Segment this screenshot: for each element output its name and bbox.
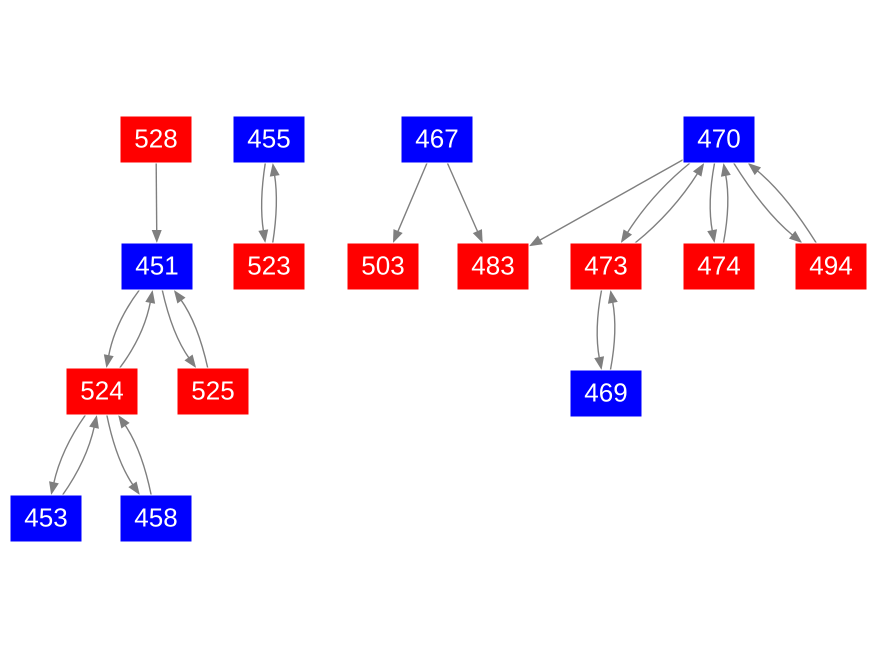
graph-node-473[interactable]: 473 xyxy=(569,242,643,291)
arrowhead-icon xyxy=(118,415,130,429)
edge-523-to-455 xyxy=(269,163,280,244)
arrowhead-icon xyxy=(269,163,280,177)
arrowhead-icon xyxy=(128,481,140,495)
node-box-523[interactable] xyxy=(232,242,306,291)
edge-528-to-451 xyxy=(151,162,162,243)
edge-layer xyxy=(49,159,817,496)
graph-node-451[interactable]: 451 xyxy=(120,242,194,291)
arrowhead-icon xyxy=(747,163,762,176)
arrowhead-icon xyxy=(184,354,197,368)
node-box-467[interactable] xyxy=(400,115,474,164)
node-box-483[interactable] xyxy=(456,242,530,291)
graph-node-528[interactable]: 528 xyxy=(119,115,193,164)
arrowhead-icon xyxy=(103,354,114,368)
edge-473-to-469 xyxy=(594,289,605,370)
arrowhead-icon xyxy=(173,290,186,304)
edge-470-to-473 xyxy=(620,162,691,243)
graph-node-524[interactable]: 524 xyxy=(65,367,139,416)
edge-470-to-483 xyxy=(529,159,684,247)
graph-node-469[interactable]: 469 xyxy=(569,369,643,418)
edge-470-to-474 xyxy=(707,162,718,243)
arrowhead-icon xyxy=(49,481,59,495)
node-box-474[interactable] xyxy=(682,242,756,291)
node-box-451[interactable] xyxy=(120,242,194,291)
graph-node-467[interactable]: 467 xyxy=(400,115,474,164)
arrowhead-icon xyxy=(720,163,731,177)
edge-467-to-483 xyxy=(446,162,483,243)
edge-455-to-523 xyxy=(258,162,269,243)
edge-458-to-524 xyxy=(118,415,152,496)
node-box-458[interactable] xyxy=(119,494,193,543)
arrowhead-icon xyxy=(151,229,162,243)
graph-node-453[interactable]: 453 xyxy=(9,494,83,543)
graph-node-458[interactable]: 458 xyxy=(119,494,193,543)
node-box-455[interactable] xyxy=(232,115,306,164)
edge-470-to-494 xyxy=(733,162,803,243)
graph-node-525[interactable]: 525 xyxy=(176,367,250,416)
arrowhead-icon xyxy=(472,229,483,243)
arrowhead-icon xyxy=(707,229,718,243)
edge-474-to-470 xyxy=(720,163,731,244)
arrowhead-icon xyxy=(594,356,605,370)
arrowhead-icon xyxy=(788,230,803,243)
node-box-494[interactable] xyxy=(794,242,868,291)
arrowhead-icon xyxy=(529,235,543,247)
graph-node-455[interactable]: 455 xyxy=(232,115,306,164)
edge-453-to-524 xyxy=(62,415,99,496)
edge-525-to-451 xyxy=(173,290,209,369)
graph-node-523[interactable]: 523 xyxy=(232,242,306,291)
arrowhead-icon xyxy=(607,290,618,304)
edge-524-to-451 xyxy=(119,290,156,369)
graph-node-470[interactable]: 470 xyxy=(682,115,756,164)
arrowhead-icon xyxy=(392,229,403,243)
graph-node-483[interactable]: 483 xyxy=(456,242,530,291)
edge-473-to-470 xyxy=(634,163,705,244)
node-box-469[interactable] xyxy=(569,369,643,418)
edge-451-to-524 xyxy=(103,289,140,368)
graph-node-503[interactable]: 503 xyxy=(346,242,420,291)
edge-524-to-453 xyxy=(49,414,86,495)
arrowhead-icon xyxy=(89,415,99,429)
arrowhead-icon xyxy=(620,229,633,243)
graph-node-474[interactable]: 474 xyxy=(682,242,756,291)
edge-467-to-503 xyxy=(392,162,428,243)
edge-494-to-470 xyxy=(747,163,817,244)
node-box-528[interactable] xyxy=(119,115,193,164)
arrowhead-icon xyxy=(145,290,156,304)
node-layer: 528 455 467 470 451 523 503 483 473 474 494 524 525 4… xyxy=(9,115,868,543)
arrowhead-icon xyxy=(692,163,705,177)
node-box-524[interactable] xyxy=(65,367,139,416)
edge-451-to-525 xyxy=(161,289,197,368)
edge-524-to-458 xyxy=(106,414,140,495)
node-box-525[interactable] xyxy=(176,367,250,416)
graph-node-494[interactable]: 494 xyxy=(794,242,868,291)
node-box-503[interactable] xyxy=(346,242,420,291)
node-box-453[interactable] xyxy=(9,494,83,543)
node-box-473[interactable] xyxy=(569,242,643,291)
edge-469-to-473 xyxy=(607,290,618,371)
arrowhead-icon xyxy=(258,229,269,243)
node-box-470[interactable] xyxy=(682,115,756,164)
